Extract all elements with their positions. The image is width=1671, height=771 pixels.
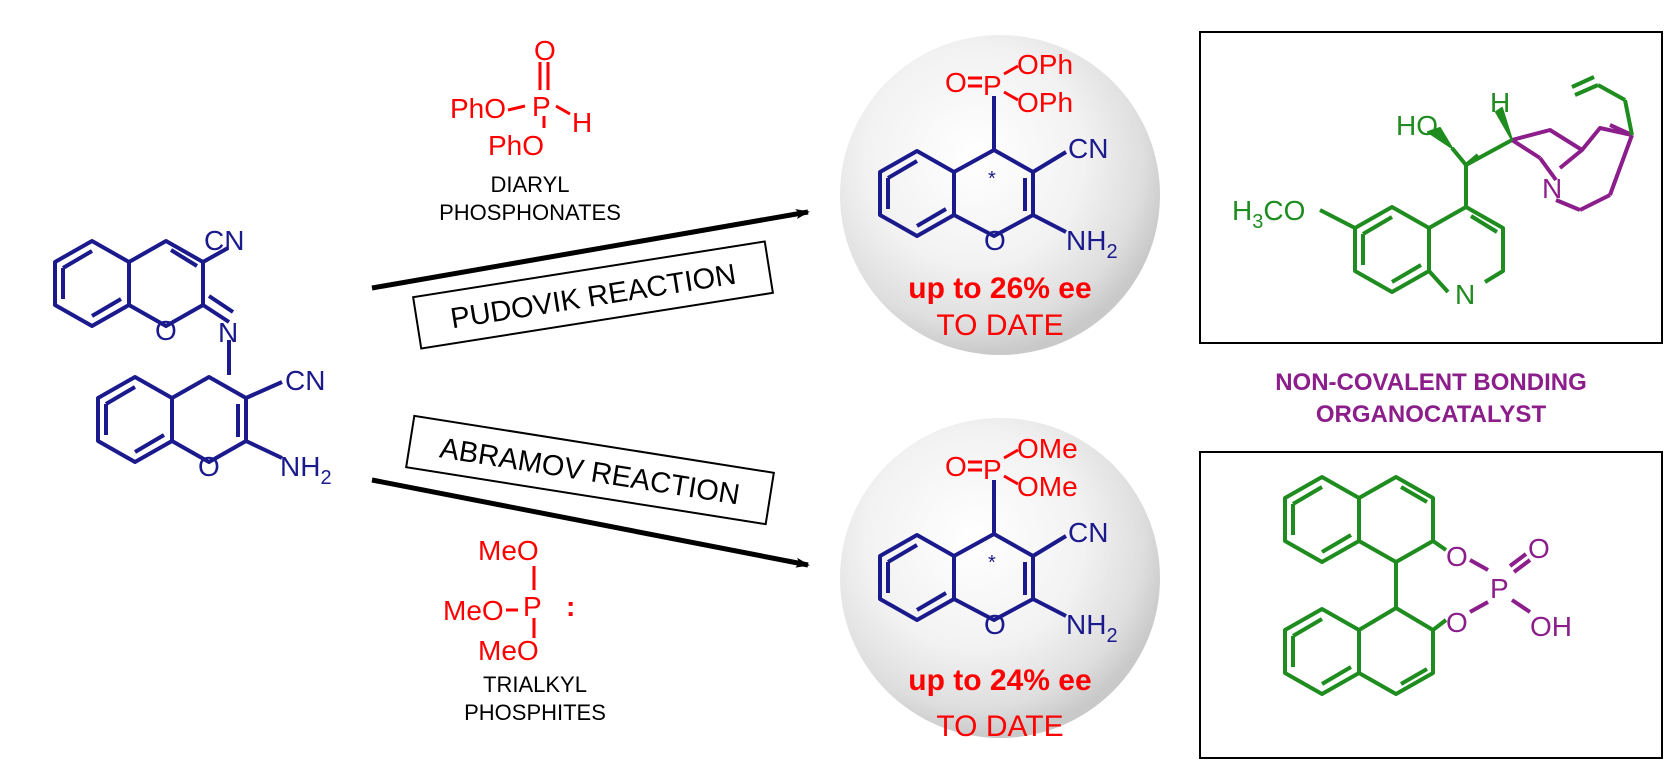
abramov-product-phosphonate — [968, 448, 1019, 486]
pudovik-arrow — [371, 209, 810, 291]
binol-p: P — [1490, 573, 1509, 604]
pudovik-reagent-h: H — [572, 107, 592, 138]
pudovik-reagent-pho-bottom: PhO — [488, 130, 544, 161]
quinine-structure — [1319, 75, 1634, 294]
abramov-reagent-name-2: PHOSPHITES — [464, 700, 606, 725]
binol-oh: OH — [1530, 611, 1572, 642]
abramov-product-cn: CN — [1068, 517, 1108, 548]
trialkyl-phosphite-structure — [506, 566, 536, 638]
pudovik-to-date: TO DATE — [936, 309, 1063, 342]
abramov-reagent-name-1: TRIALKYL — [483, 672, 587, 697]
substrate-structure — [53, 239, 283, 464]
diaryl-phosphonate-structure — [507, 62, 571, 128]
pudovik-product-stereo: * — [988, 168, 996, 190]
pudovik-reagent-o: O — [534, 35, 556, 66]
abramov-reagent-meo-top: MeO — [478, 535, 539, 566]
substrate-ring-o-top: O — [155, 315, 177, 346]
quinine-n-ring: N — [1455, 279, 1475, 310]
abramov-product-ome-1: OMe — [1017, 433, 1078, 464]
abramov-product-p: P — [983, 454, 1002, 485]
substrate-cn-bottom: CN — [285, 365, 325, 396]
pudovik-product-nh2: NH2 — [1066, 225, 1118, 263]
binol-o-bottom: O — [1446, 607, 1468, 638]
abramov-reagent-meo-bottom: MeO — [478, 635, 539, 666]
pudovik-product-oph-2: OPh — [1017, 87, 1073, 118]
pudovik-label-box: PUDOVIK REACTION — [411, 240, 775, 350]
quinine-catalyst-box — [1199, 31, 1663, 344]
quinine-n-bridge: N — [1542, 173, 1562, 204]
abramov-product-o: O — [945, 451, 967, 482]
pudovik-product-p: P — [983, 70, 1002, 101]
abramov-product-nh2: NH2 — [1066, 609, 1118, 647]
pudovik-reagent-name-1: DIARYL — [490, 172, 569, 197]
pudovik-reagent-pho-left: PhO — [450, 93, 506, 124]
pudovik-product-oph-1: OPh — [1017, 49, 1073, 80]
abramov-label-box: ABRAMOV REACTION — [405, 414, 775, 526]
abramov-reagent-p: P — [523, 591, 542, 622]
pudovik-reagent-name-2: PHOSPHONATES — [439, 200, 621, 225]
catalyst-caption-line2: ORGANOCATALYST — [1316, 401, 1547, 428]
binol-o-double: O — [1528, 533, 1550, 564]
quinine-h3co: H3CO — [1232, 195, 1305, 233]
pudovik-product-phosphonate — [968, 64, 1019, 102]
abramov-product-ring-o: O — [984, 609, 1006, 640]
abramov-reagent-lone-pair: : — [566, 591, 575, 622]
pudovik-product-cn: CN — [1068, 133, 1108, 164]
catalyst-caption-line1: NON-COVALENT BONDING — [1275, 369, 1587, 396]
binol-phosphoric-acid-structure — [1283, 475, 1532, 696]
substrate-nh2: NH2 — [280, 451, 332, 489]
pudovik-reagent-p: P — [532, 91, 551, 122]
pudovik-product-sphere — [840, 35, 1160, 355]
pudovik-product-o: O — [945, 67, 967, 98]
quinine-ho: HO — [1396, 110, 1438, 141]
substrate-ring-o-bottom: O — [198, 451, 220, 482]
binol-o-top: O — [1446, 541, 1468, 572]
abramov-reagent-meo-left: MeO — [443, 595, 504, 626]
pudovik-product-chromene — [878, 96, 1068, 238]
abramov-product-chromene — [878, 480, 1068, 622]
abramov-ee: up to 24% ee — [908, 664, 1091, 697]
pudovik-product-ring-o: O — [984, 225, 1006, 256]
abramov-product-stereo: * — [988, 552, 996, 574]
abramov-product-sphere — [840, 418, 1160, 738]
substrate-cn-top: CN — [204, 225, 244, 256]
abramov-to-date: TO DATE — [936, 710, 1063, 743]
abramov-arrow — [371, 477, 810, 568]
abramov-product-ome-2: OMe — [1017, 471, 1078, 502]
substrate-imine-n: N — [218, 317, 238, 348]
pudovik-ee: up to 26% ee — [908, 272, 1091, 305]
quinine-h: H — [1490, 87, 1510, 118]
